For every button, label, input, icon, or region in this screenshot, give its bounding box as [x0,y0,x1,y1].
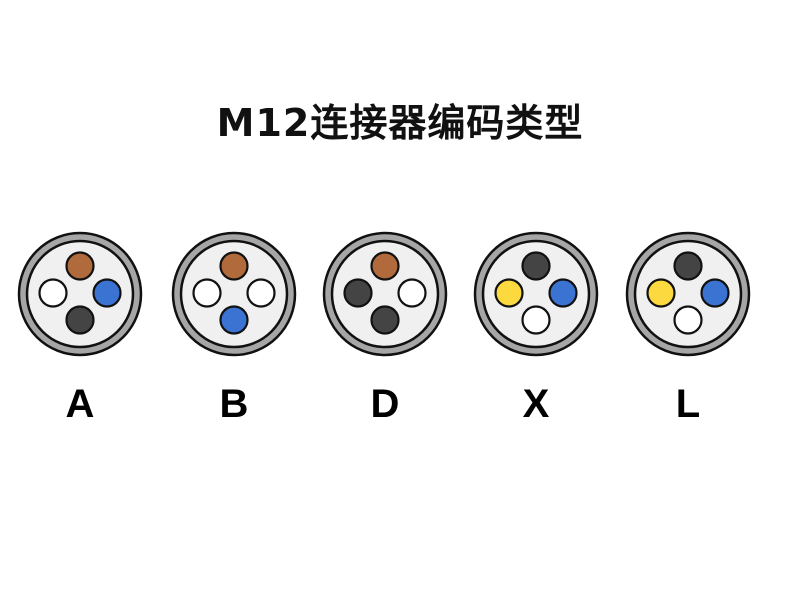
code-label-a: A [65,382,95,426]
pin-right-icon [548,278,578,308]
pin-bottom-icon [65,305,95,335]
pin-left-icon [38,278,68,308]
pin-top-icon [521,251,551,281]
connector-x [473,231,599,357]
pin-left-icon [646,278,676,308]
connector-face-icon [625,231,751,357]
connector-face-icon [17,231,143,357]
pin-right-icon [397,278,427,308]
pin-bottom-icon [219,305,249,335]
pin-right-icon [246,278,276,308]
pin-left-icon [192,278,222,308]
pin-bottom-icon [370,305,400,335]
connector-b [171,231,297,357]
pin-right-icon [92,278,122,308]
code-label-b: B [219,382,249,426]
pin-top-icon [673,251,703,281]
pin-top-icon [219,251,249,281]
connector-d [322,231,448,357]
connector-face-icon [473,231,599,357]
pin-right-icon [700,278,730,308]
pin-bottom-icon [521,305,551,335]
page-title: M12连接器编码类型 [216,101,584,145]
pin-top-icon [65,251,95,281]
connector-face-icon [322,231,448,357]
code-label-x: X [522,382,550,426]
pin-top-icon [370,251,400,281]
pin-left-icon [343,278,373,308]
pin-bottom-icon [673,305,703,335]
connector-l [625,231,751,357]
connector-face-icon [171,231,297,357]
connector-a [17,231,143,357]
code-label-d: D [370,382,400,426]
pin-left-icon [494,278,524,308]
code-label-l: L [675,382,701,426]
